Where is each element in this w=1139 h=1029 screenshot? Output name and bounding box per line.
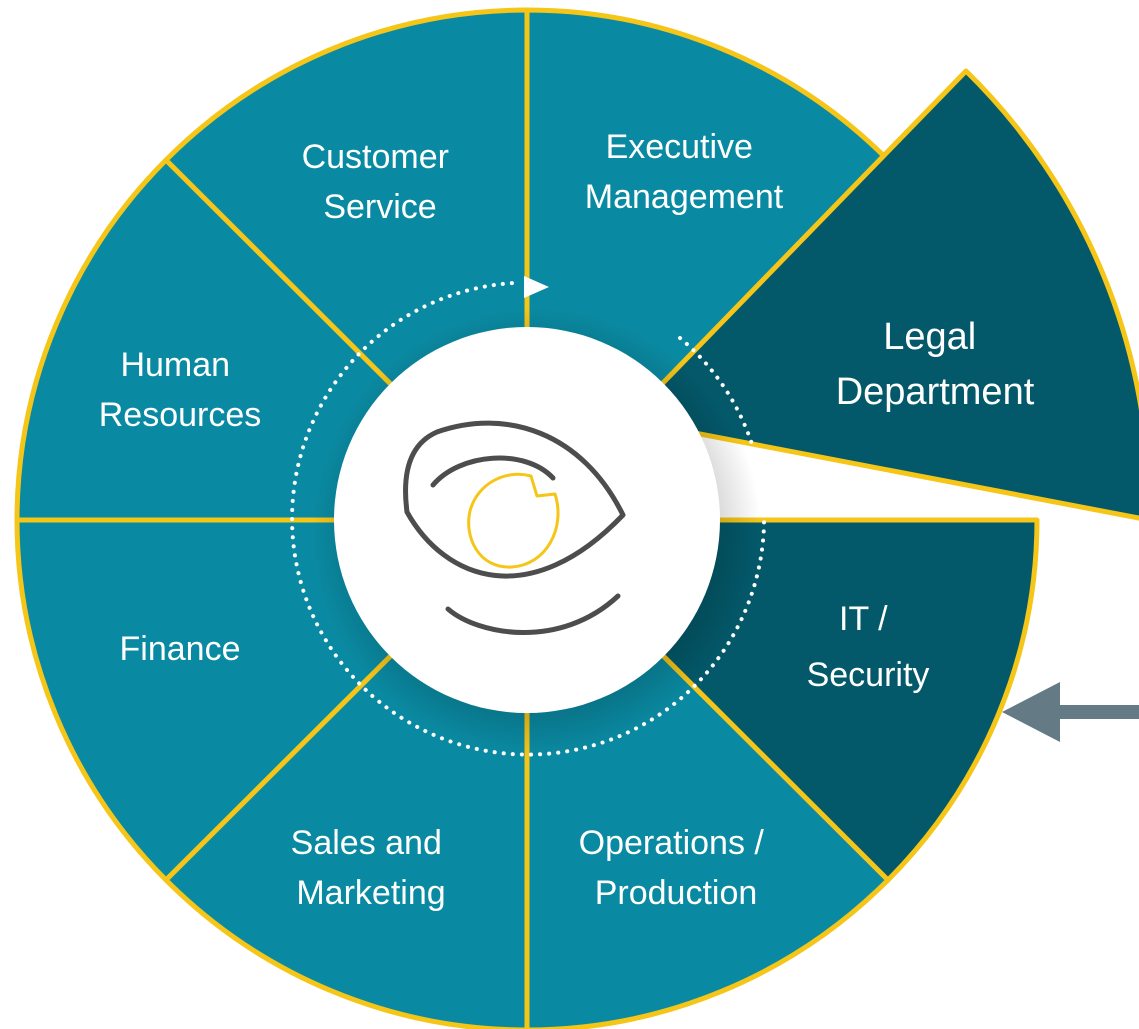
executive-management-label: Executive Management [585,128,784,216]
human-resources-label: Human Resources [99,346,262,434]
segment-legal-department[interactable] [624,68,1139,521]
operations-production-label: Operations / Production [579,824,774,912]
finance-label: Finance [120,630,241,668]
center-circle [334,327,720,713]
cycle-arrowhead [524,276,549,298]
customer-service-label: Customer Service [302,138,459,226]
dotted-cycle-ring [290,281,767,757]
eye-icon [403,420,626,635]
it-security-label: IT / Security [807,600,930,694]
legal-department-label: Legal Department [836,316,1035,413]
sales-marketing-label: Sales and Marketing [291,824,452,912]
arrow-left-icon [1002,682,1139,742]
